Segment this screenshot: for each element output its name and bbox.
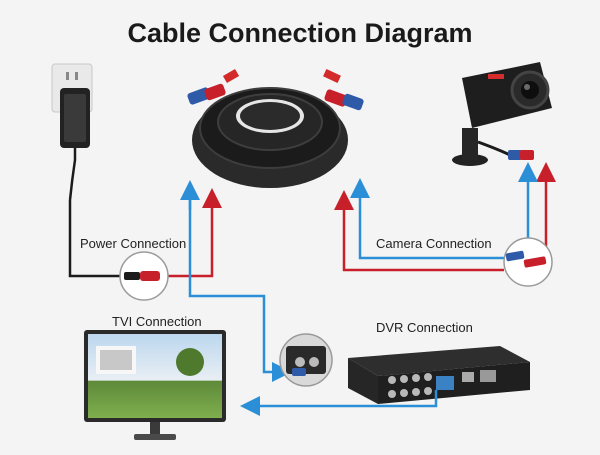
dvr-icon	[348, 346, 530, 404]
dvr-connection-label: DVR Connection	[376, 320, 473, 335]
security-camera-icon	[452, 62, 552, 166]
tvi-connection-label: TVI Connection	[112, 314, 202, 329]
camera-connector-zoom-icon	[503, 237, 553, 287]
camera-connection-label: Camera Connection	[376, 236, 492, 251]
dvr-to-monitor-line	[240, 390, 438, 416]
dvr-connector-zoom-icon	[279, 333, 333, 387]
diagram-title: Cable Connection Diagram	[127, 18, 473, 48]
camera-blue-line	[350, 178, 504, 260]
video-line-to-dvr	[188, 188, 292, 382]
power-adapter-icon	[51, 63, 93, 201]
coax-cable-coil-icon	[187, 68, 364, 188]
camera-red-line	[334, 190, 504, 272]
power-connector-zoom-icon	[119, 251, 169, 301]
power-adapter-cable	[68, 200, 132, 278]
power-line-to-cable	[168, 188, 222, 278]
monitor-icon	[84, 330, 226, 440]
power-connection-label: Power Connection	[80, 236, 187, 251]
